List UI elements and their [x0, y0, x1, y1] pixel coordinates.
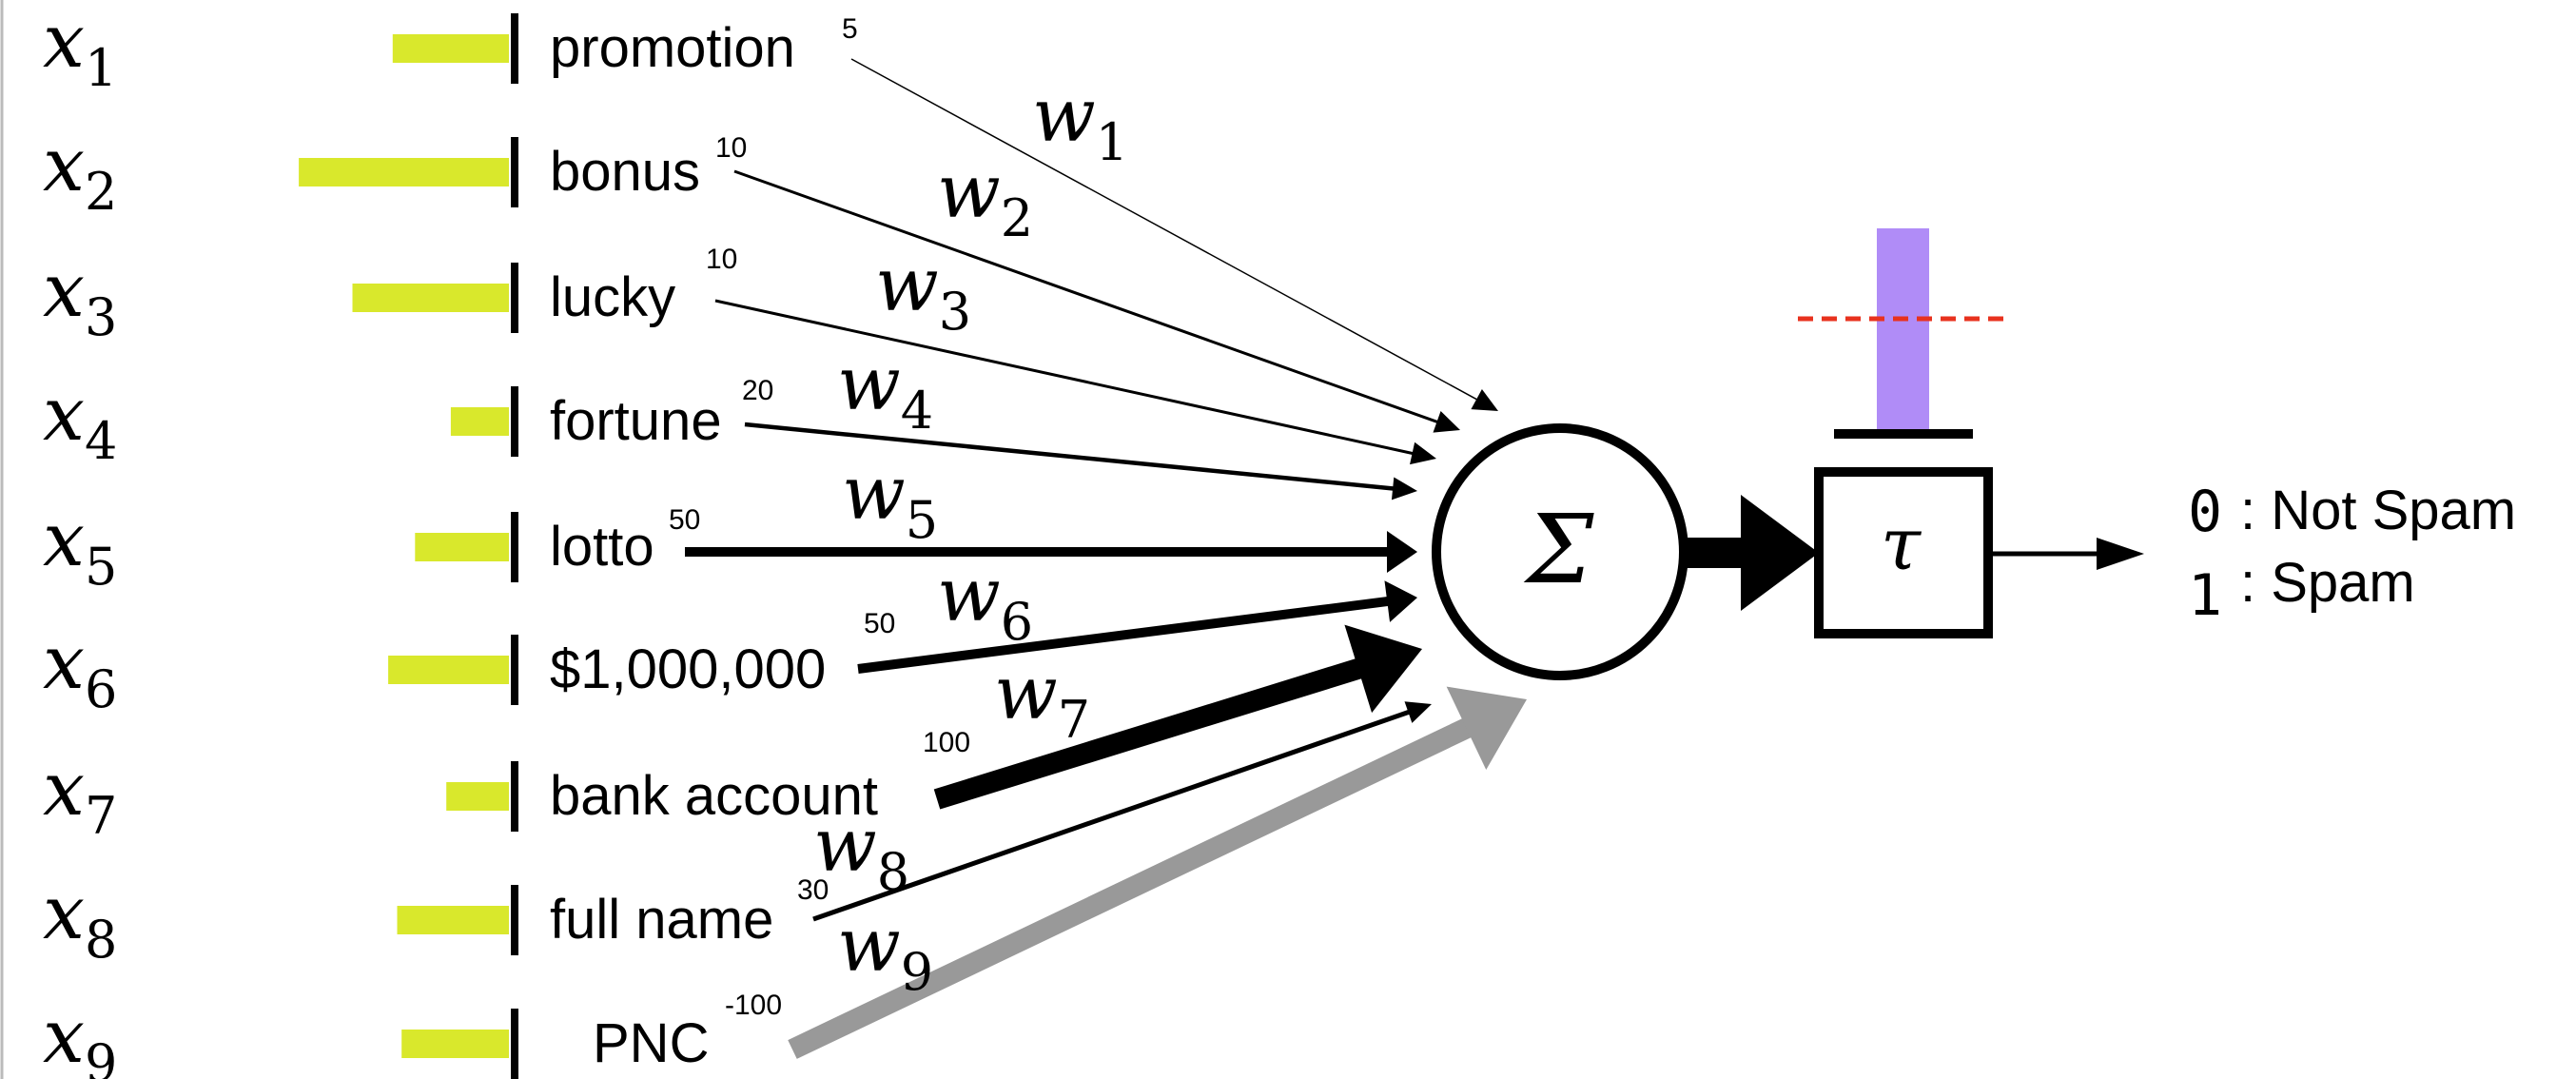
output-value-0: 0 — [2188, 479, 2222, 545]
input-separator — [511, 263, 518, 333]
input-separator — [511, 13, 518, 84]
input-value-bar — [450, 407, 509, 436]
input-separator — [511, 635, 518, 705]
feature-label: full name — [550, 889, 773, 951]
weight-arrowhead — [1433, 410, 1460, 433]
weight-arrowhead — [1384, 580, 1417, 622]
input-row-6: x6 $1,000,000 50 — [43, 608, 895, 719]
weight-shaft — [714, 299, 1415, 456]
feature-label: fortune — [550, 390, 722, 452]
input-value-bar — [401, 1030, 509, 1058]
feature-count: 20 — [742, 375, 773, 406]
weight-arrow-4: w4 — [744, 342, 1417, 500]
weight-arrow-7: w7 — [933, 624, 1422, 810]
weight-arrowhead — [1344, 624, 1422, 714]
input-variable: x6 — [43, 620, 117, 719]
input-separator — [511, 1009, 518, 1079]
weight-shaft — [733, 169, 1439, 424]
summation-node: Σ — [1432, 423, 1688, 680]
input-separator — [511, 137, 518, 207]
weight-label-subscript: 2 — [1001, 188, 1033, 248]
input-value-bar — [397, 906, 509, 934]
output-label-1: : Spam — [2240, 552, 2415, 614]
input-variable-subscript: 5 — [85, 537, 117, 597]
feature-count: -100 — [725, 990, 782, 1021]
feature-count: 10 — [715, 132, 747, 164]
input-variable-subscript: 2 — [85, 162, 117, 222]
feature-label: bank account — [550, 765, 878, 827]
feature-count: 100 — [923, 727, 970, 758]
output-arrow — [1988, 538, 2144, 570]
input-variable-subscript: 7 — [85, 786, 117, 846]
weight-arrowhead — [1404, 701, 1432, 723]
weight-label-subscript: 4 — [901, 381, 933, 441]
threshold-unit: τ — [1814, 467, 1993, 638]
weight-shaft — [812, 709, 1412, 922]
feature-count: 10 — [706, 244, 737, 275]
input-variable-subscript: 4 — [85, 411, 117, 471]
weight-label-subscript: 7 — [1058, 690, 1090, 750]
input-separator — [511, 386, 518, 457]
input-variable-subscript: 8 — [85, 910, 117, 970]
feature-label: lucky — [550, 266, 675, 328]
feature-label: $1,000,000 — [550, 638, 826, 700]
feature-count: 5 — [842, 13, 858, 45]
weight-arrowhead — [1387, 531, 1417, 573]
activation-bar — [1877, 228, 1929, 429]
feature-label: promotion — [550, 17, 795, 79]
input-separator — [511, 761, 518, 832]
input-variable-subscript: 3 — [85, 287, 117, 347]
input-value-bar — [388, 656, 509, 684]
output-value-1: 1 — [2188, 562, 2222, 629]
input-value-bar — [352, 284, 509, 312]
input-value-bar — [299, 158, 509, 186]
feature-label: lotto — [550, 516, 654, 578]
input-value-bar — [392, 34, 509, 63]
weight-label-subscript: 9 — [901, 942, 933, 1002]
weight-arrowhead — [1471, 389, 1498, 411]
input-separator — [511, 885, 518, 955]
weight-label-subscript: 6 — [1001, 592, 1033, 652]
activation-meter — [1798, 228, 2007, 439]
weight-shaft — [850, 58, 1479, 402]
summation-symbol: Σ — [1524, 494, 1595, 605]
input-separator — [511, 512, 518, 582]
feature-count: 50 — [669, 504, 700, 536]
input-value-bar — [415, 533, 509, 561]
weight-shaft — [933, 657, 1363, 810]
threshold-symbol: τ — [1881, 501, 1922, 586]
weight-arrow-1: w1 — [850, 58, 1498, 411]
meter-base — [1834, 429, 1973, 439]
output-label-0: : Not Spam — [2240, 480, 2516, 541]
weight-shaft — [788, 717, 1473, 1059]
feature-label: bonus — [550, 141, 700, 203]
weight-arrow-9: w9 — [788, 686, 1527, 1059]
sum-to-threshold-arrow — [1686, 495, 1819, 611]
weight-arrowhead — [1410, 441, 1436, 465]
feature-label: PNC — [593, 1012, 709, 1074]
input-variable-subscript: 6 — [85, 659, 117, 719]
input-value-bar — [446, 782, 509, 811]
weight-label-subscript: 8 — [877, 842, 909, 902]
weight-shaft — [744, 422, 1395, 491]
weight-arrowhead — [1391, 477, 1417, 500]
input-variable-subscript: 9 — [85, 1033, 117, 1079]
weight-shaft — [857, 596, 1390, 674]
weight-label-subscript: 3 — [939, 282, 971, 342]
feature-count: 50 — [864, 608, 895, 639]
input-variable-subscript: 1 — [85, 38, 117, 98]
weight-arrowhead — [1446, 686, 1527, 770]
weight-label-subscript: 5 — [906, 490, 938, 550]
weight-label-subscript: 1 — [1096, 112, 1128, 172]
feature-count: 30 — [797, 874, 829, 906]
output-legend: 0 : Not Spam 1 : Spam — [2188, 479, 2516, 629]
